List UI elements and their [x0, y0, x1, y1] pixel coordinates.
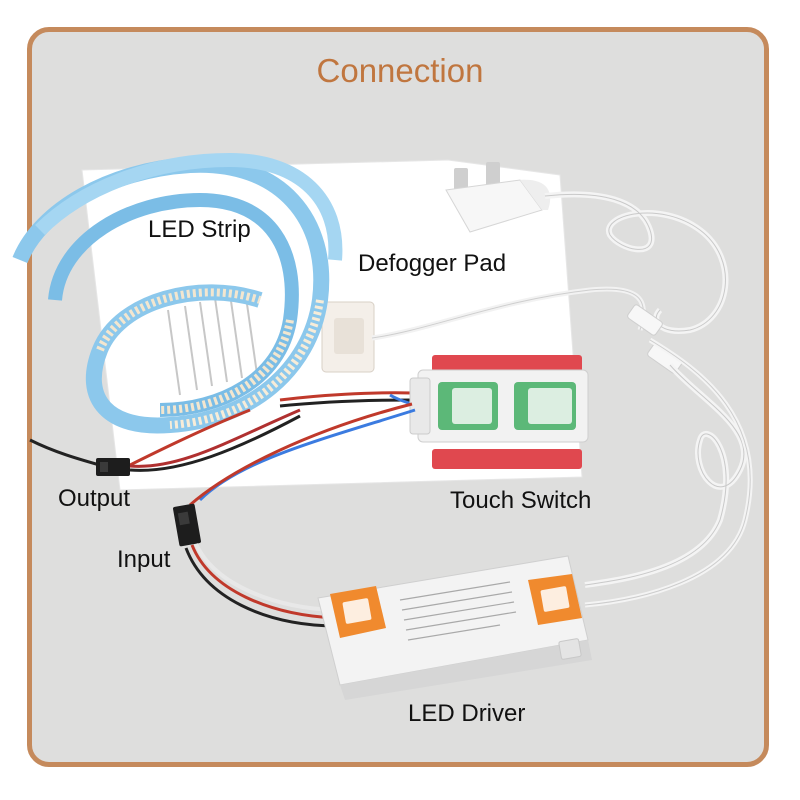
touch-switch-label: Touch Switch [450, 487, 592, 514]
driver-dc-wires [190, 544, 336, 620]
led-strip [12, 152, 343, 434]
inline-connector-a [627, 304, 663, 336]
led-driver-label: LED Driver [408, 700, 526, 727]
pad-connector-socket [334, 318, 364, 354]
output-label: Output [58, 485, 131, 512]
switch-strip-wires [279, 391, 413, 402]
led-driver [317, 555, 592, 700]
touch-switch [409, 355, 589, 469]
page-title: Connection [316, 52, 484, 89]
mains-plug [445, 162, 551, 233]
driver-print [399, 581, 517, 641]
led-strip-label: LED Strip [148, 216, 251, 243]
defogger-pad-label: Defogger Pad [358, 250, 507, 277]
input-label: Input [117, 546, 171, 573]
output-connector [96, 458, 130, 476]
input-connector [173, 503, 201, 547]
